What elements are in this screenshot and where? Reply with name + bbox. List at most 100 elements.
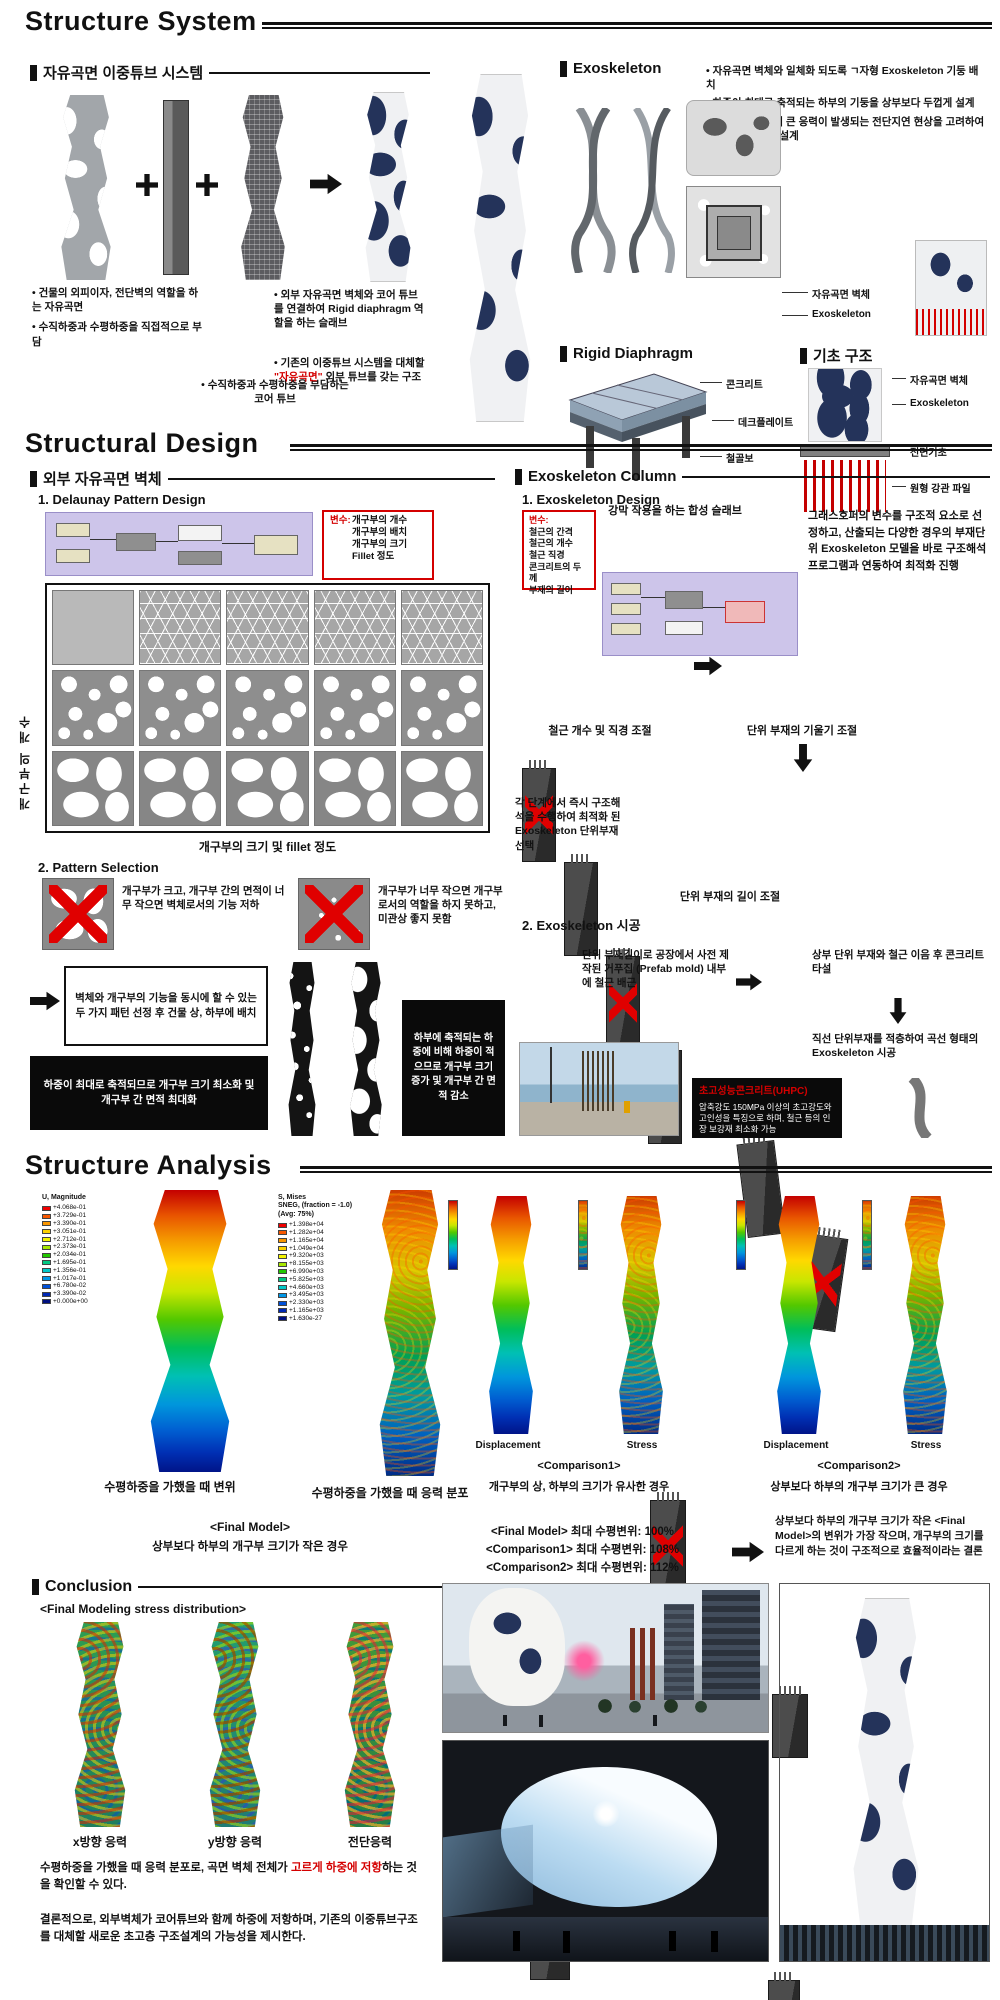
header-structural-design: Structural Design: [25, 428, 259, 458]
legend-value: +1.165e+04: [289, 1236, 324, 1244]
arrow-right-icon: [694, 656, 722, 676]
legend-value: +1.165e+03: [289, 1306, 324, 1314]
grasshopper-node: [665, 591, 703, 609]
variables-label: 변수:: [529, 515, 549, 525]
legend-chip: [42, 1244, 51, 1250]
pattern-cell: [313, 750, 396, 826]
rejected-x-icon: [304, 884, 364, 944]
upper-pattern-strip-image: [288, 962, 316, 1136]
section-marker: [515, 468, 522, 485]
result-bullet: • 기존의 이중튜브 시스템을 대체할 "자유곡면" 외부 튜브를 갖는 구조: [274, 356, 429, 384]
legend-chip: [42, 1213, 51, 1219]
subhead-exo-construction: 2. Exoskeleton 시공: [522, 918, 641, 933]
rebar: [570, 854, 592, 863]
stack-text: 직선 단위부재를 적층하여 곡선 형태의 Exoskeleton 시공: [812, 1033, 979, 1060]
legend-chip: [42, 1299, 51, 1305]
subhead-exo-design: 1. Exoskeleton Design: [522, 492, 660, 507]
slab-bullet: • 외부 자유곡면 벽체와 코어 튜브를 연결하여 Rigid diaphrag…: [274, 288, 426, 331]
arrow-down-icon: [889, 998, 907, 1024]
caption-stress-shear: 전단응력: [347, 1835, 393, 1849]
rebar: [657, 1492, 679, 1501]
pattern-cell: [226, 670, 309, 746]
exoskeleton-unit: [522, 760, 556, 862]
box-text: 하중이 최대로 축적되므로 개구부 크기 최소화 및 개구부 간 면적 최대화: [43, 1078, 255, 1106]
legend-value: +1.282e+04: [289, 1228, 324, 1236]
caption-length: 단위 부재의 길이 조절: [679, 891, 781, 903]
render-city-base: [780, 1925, 989, 1961]
section-line: [167, 477, 495, 480]
stress-label: Stress: [910, 1440, 942, 1451]
exoskeleton-unit: [606, 948, 640, 1050]
legend-chip: [42, 1283, 51, 1289]
mini-legend: [736, 1200, 746, 1270]
corner-column-detail-image: [686, 100, 781, 176]
text-pre: 수평하중을 가했을 때 응력 분포로, 곡면 벽체 전체가: [40, 1862, 291, 1874]
mini-legend: [862, 1200, 872, 1270]
grasshopper-node: [254, 535, 298, 555]
pattern-cell: [226, 750, 309, 826]
leader-line: [782, 292, 808, 293]
plaza-render: [442, 1583, 769, 1733]
hero-tower-render: [469, 74, 531, 422]
exoskeleton-column-render: [571, 108, 616, 273]
section-exoskeleton-title: Exoskeleton: [560, 60, 700, 77]
final-model-label: <Final Model>: [209, 1520, 290, 1534]
column-exo-title: Exoskeleton Column: [515, 468, 990, 485]
render-glow-orb: [563, 1640, 605, 1682]
grasshopper-node: [56, 523, 90, 537]
y-axis-label: 개구부의 개수: [18, 713, 32, 810]
render-freeform-tower: [469, 1588, 565, 1706]
variables-label: 변수:: [330, 515, 351, 526]
arrow-right-icon: [732, 1541, 764, 1563]
rebar: [779, 1686, 801, 1695]
worker: [624, 1101, 630, 1113]
section-title: Exoskeleton: [573, 60, 662, 77]
legend-chip: [278, 1269, 287, 1275]
section-title: 자유곡면 이중튜브 시스템: [43, 65, 204, 82]
rejected-x-icon: [48, 884, 108, 944]
pattern-rejected-small-image: [298, 878, 370, 950]
legend-value: +1.630e-27: [289, 1314, 323, 1322]
legend-value: +2.373e-01: [53, 1243, 87, 1251]
pattern-cell: [313, 590, 396, 666]
freeform-skin-tower-image: [61, 95, 111, 280]
legend-value: +1.695e-01: [53, 1258, 87, 1266]
stress-shear-model: [344, 1622, 396, 1827]
selection-text-2: 개구부가 너무 작으면 개구부로서의 역할을 하지 못하고, 미관상 좋지 못함: [378, 885, 503, 926]
label-steel-pipe-pile: 원형 강관 파일: [910, 484, 971, 495]
grasshopper-canvas: [602, 572, 798, 656]
interior-render: [442, 1740, 769, 1962]
legend-value: +8.155e+03: [289, 1260, 324, 1268]
legend-value: +3.390e-02: [53, 1290, 87, 1298]
legend-chip: [42, 1229, 51, 1235]
section-title: Rigid Diaphragm: [573, 345, 694, 362]
uhpc-text: 압축강도 150MPa 이상의 초고강도와 고인성을 특징으로 하며, 철근 등…: [699, 1101, 832, 1134]
render-person: [711, 1931, 718, 1952]
displacement-label: Displacement: [475, 1440, 541, 1451]
render-person: [503, 1715, 507, 1726]
section-line: [682, 475, 990, 478]
comparison2-displacement-model: [777, 1196, 821, 1434]
uhpc-title: 초고성능콘크리트(UHPC): [699, 1086, 808, 1097]
legend-value: +3.495e+03: [289, 1291, 324, 1299]
legend-chip: [42, 1291, 51, 1297]
pattern-rejected-large-image: [42, 878, 114, 950]
legend-value: +1.398e+04: [289, 1221, 324, 1229]
render-building: [664, 1604, 694, 1700]
pattern-cell: [52, 750, 135, 826]
bullet: • 수직하중과 수평하중을 부담하는 코어 튜브: [201, 379, 349, 406]
construction-photo: [519, 1042, 679, 1136]
comparison2-label: <Comparison2>: [817, 1460, 901, 1472]
section-conclusion-title: Conclusion: [32, 1578, 555, 1596]
pile-hatch: [804, 460, 886, 512]
result-line: <Comparison2> 최대 수평변위: 112%: [486, 1561, 679, 1574]
legend-chip: [278, 1238, 287, 1244]
rejected-x-icon: [524, 789, 554, 841]
grasshopper-node: [665, 621, 703, 635]
legend-chip: [278, 1277, 287, 1283]
pattern-cell: [139, 750, 222, 826]
lower-zone-box: 하중이 최대로 축적되므로 개구부 크기 최소화 및 개구부 간 면적 최대화: [30, 1056, 268, 1130]
leader-line: [782, 315, 808, 316]
render-tower: [853, 1598, 919, 1928]
variables-box: 변수: 개구부의 개수 개구부의 배치 개구부의 크기 Fillet 정도: [322, 510, 434, 580]
